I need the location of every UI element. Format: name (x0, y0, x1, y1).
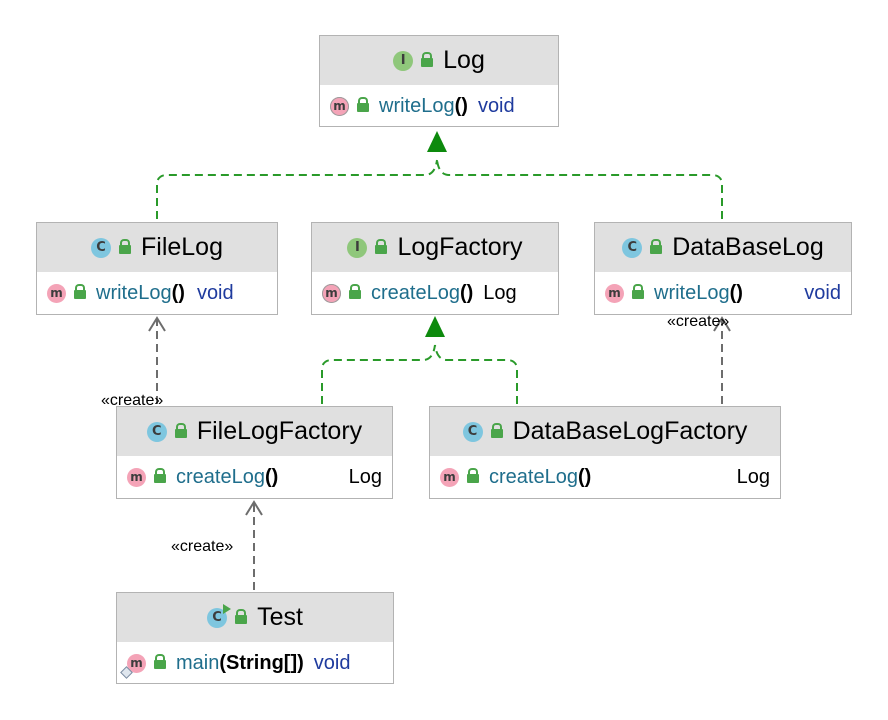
public-lock-icon (154, 654, 166, 670)
public-lock-icon (349, 284, 361, 300)
stereotype-create-databaselog: «create» (667, 313, 730, 330)
method-name: writeLog() (379, 94, 468, 117)
class-header: C Test (117, 593, 393, 642)
class-test[interactable]: C Test m main(String[]) void (116, 592, 394, 684)
method-name: main(String[]) (176, 651, 304, 674)
abstract-method-icon: m (322, 283, 341, 303)
public-lock-icon (235, 608, 248, 625)
public-lock-icon (119, 238, 131, 255)
static-method-icon: m (120, 653, 146, 679)
runnable-class-icon: C (207, 603, 232, 628)
realization-filelogfactory-logfactory (321, 344, 436, 404)
class-databaselog[interactable]: C DataBaseLog m writeLog() void (594, 222, 852, 315)
public-lock-icon (421, 51, 434, 68)
method-row[interactable]: m createLog() Log (312, 272, 558, 314)
method-row[interactable]: m createLog() Log (117, 456, 392, 498)
class-filelogfactory[interactable]: C FileLogFactory m createLog() Log (116, 406, 393, 499)
method-icon: m (47, 283, 66, 303)
public-lock-icon (375, 238, 388, 255)
method-return-type: Log (483, 281, 517, 304)
dependency-arrowhead-filelogfactory (245, 500, 263, 516)
public-lock-icon (467, 468, 479, 484)
realization-arrowhead-log (427, 131, 447, 152)
method-return-type: void (477, 94, 515, 117)
abstract-method-icon: m (330, 96, 349, 116)
class-header: C FileLog (37, 223, 277, 272)
method-icon: m (605, 283, 624, 303)
public-lock-icon (490, 422, 503, 439)
class-header: I Log (320, 36, 558, 85)
class-name: FileLog (141, 233, 223, 261)
class-icon: C (462, 421, 483, 442)
realization-databaselogfactory-logfactory (434, 344, 518, 404)
class-databaselogfactory[interactable]: C DataBaseLogFactory m createLog() Log (429, 406, 781, 499)
class-name: DataBaseLog (672, 233, 824, 261)
class-log[interactable]: I Log m writeLog() void (319, 35, 559, 127)
method-name: writeLog() (96, 281, 185, 304)
class-name: Test (257, 603, 303, 631)
class-name: FileLogFactory (196, 417, 363, 445)
class-name: DataBaseLogFactory (512, 417, 748, 445)
dependency-arrowhead-filelog (148, 316, 166, 332)
stereotype-create-test: «create» (171, 538, 234, 555)
method-return-type: void (196, 281, 234, 304)
class-header: I LogFactory (312, 223, 558, 272)
public-lock-icon (174, 422, 187, 439)
method-name: createLog() (371, 281, 474, 304)
realization-arrowhead-logfactory (425, 316, 445, 337)
class-name: LogFactory (397, 233, 523, 261)
class-filelog[interactable]: C FileLog m writeLog() void (36, 222, 278, 315)
method-row[interactable]: m main(String[]) void (117, 642, 393, 684)
method-return-type: Log (348, 465, 382, 488)
interface-icon: I (347, 237, 368, 258)
class-header: C FileLogFactory (117, 407, 392, 456)
method-return-type: void (804, 281, 841, 304)
public-lock-icon (357, 97, 369, 113)
method-icon: m (440, 467, 459, 487)
dependency-arrowhead-databaselog (713, 316, 731, 332)
public-lock-icon (154, 468, 166, 484)
realization-filelog-log (156, 159, 438, 219)
run-marker-icon (223, 603, 232, 614)
class-icon: C (146, 421, 167, 442)
class-icon: C (622, 237, 643, 258)
stereotype-create-filelog: «create» (101, 392, 164, 409)
method-row[interactable]: m writeLog() void (320, 85, 558, 127)
realization-databaselog-log (436, 159, 723, 219)
method-icon: m (127, 467, 146, 487)
method-row[interactable]: m writeLog() void (37, 272, 277, 314)
public-lock-icon (74, 284, 86, 300)
class-icon: C (91, 237, 111, 258)
class-header: C DataBaseLogFactory (430, 407, 780, 456)
public-lock-icon (632, 284, 644, 300)
method-return-type: Log (736, 465, 770, 488)
method-name: createLog() (489, 465, 592, 488)
class-name: Log (443, 46, 485, 74)
method-name: createLog() (176, 465, 279, 488)
class-header: C DataBaseLog (595, 223, 851, 272)
method-return-type: void (313, 651, 351, 674)
method-name: writeLog() (654, 281, 743, 304)
class-logfactory[interactable]: I LogFactory m createLog() Log (311, 222, 559, 315)
public-lock-icon (650, 238, 663, 255)
method-row[interactable]: m writeLog() void (595, 272, 851, 314)
method-row[interactable]: m createLog() Log (430, 456, 780, 498)
interface-icon: I (393, 50, 414, 71)
